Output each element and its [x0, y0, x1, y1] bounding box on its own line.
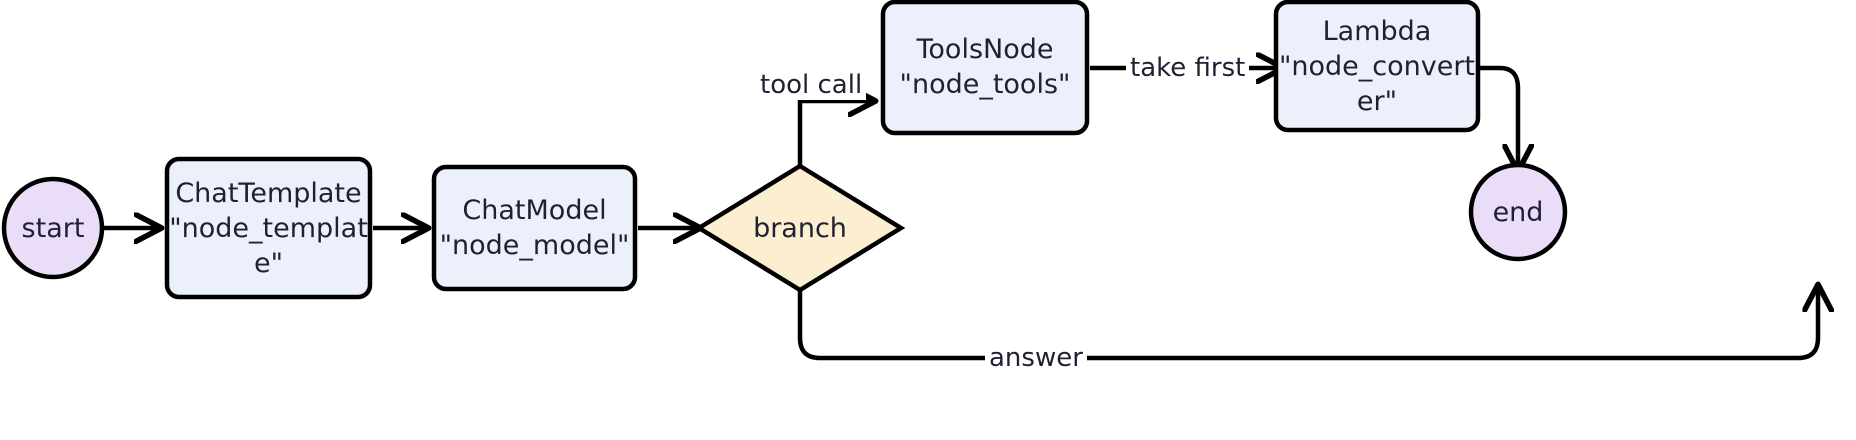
node-branch-shape[interactable] — [694, 163, 906, 293]
node-end-shape[interactable] — [1468, 162, 1568, 262]
edge-label-tool-call: tool call — [756, 70, 867, 100]
edge-branch-to-end — [797, 288, 1818, 361]
edge-branch-to-tools — [797, 101, 872, 178]
edge-label-take-first: take first — [1126, 53, 1250, 83]
node-model-shape[interactable] — [431, 164, 638, 292]
edge-label-answer: answer — [985, 343, 1087, 373]
node-converter-shape[interactable] — [1273, 0, 1481, 133]
node-tools-shape[interactable] — [880, 0, 1090, 136]
edge-converter-to-end — [1480, 65, 1518, 168]
node-template-shape[interactable] — [164, 156, 373, 300]
node-start-shape[interactable] — [1, 176, 105, 280]
